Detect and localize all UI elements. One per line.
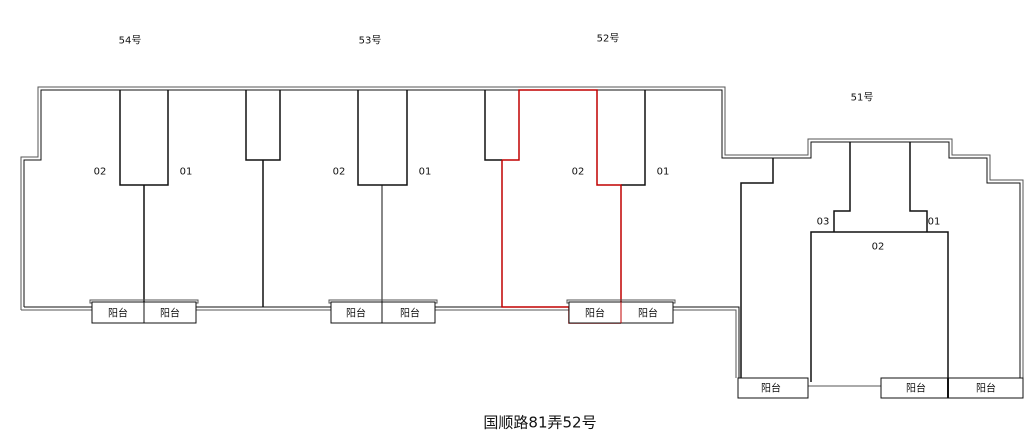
- unit-54-02[interactable]: 02: [93, 166, 107, 178]
- balcony-label: 阳台: [585, 308, 605, 320]
- balcony-label: 阳台: [108, 308, 128, 320]
- unit-54-01[interactable]: 01: [179, 166, 193, 178]
- balcony-label: 阳台: [761, 383, 781, 395]
- plan-title: 国顺路81弄52号: [483, 413, 597, 432]
- unit-51-01[interactable]: 01: [927, 216, 941, 228]
- balcony-label: 阳台: [400, 308, 420, 320]
- building-label-53: 53号: [358, 35, 382, 47]
- balcony-label: 阳台: [906, 383, 926, 395]
- unit-53-01[interactable]: 01: [418, 166, 432, 178]
- balconies: [89, 299, 1024, 399]
- balcony-label: 阳台: [976, 383, 996, 395]
- unit-52-01[interactable]: 01: [656, 166, 670, 178]
- balcony-label: 阳台: [346, 308, 366, 320]
- unit-52-02-highlighted[interactable]: 02: [571, 166, 585, 178]
- balcony-label: 阳台: [160, 308, 180, 320]
- unit-53-02[interactable]: 02: [332, 166, 346, 178]
- building-label-54: 54号: [118, 35, 142, 47]
- balcony-label: 阳台: [638, 308, 658, 320]
- unit-51-02[interactable]: 02: [871, 241, 885, 253]
- building-label-52: 52号: [596, 33, 620, 45]
- building-label-51: 51号: [850, 92, 874, 104]
- interior-walls: [119, 90, 949, 398]
- unit-51-03[interactable]: 03: [816, 216, 830, 228]
- highlighted-unit-outline[interactable]: [501, 89, 622, 324]
